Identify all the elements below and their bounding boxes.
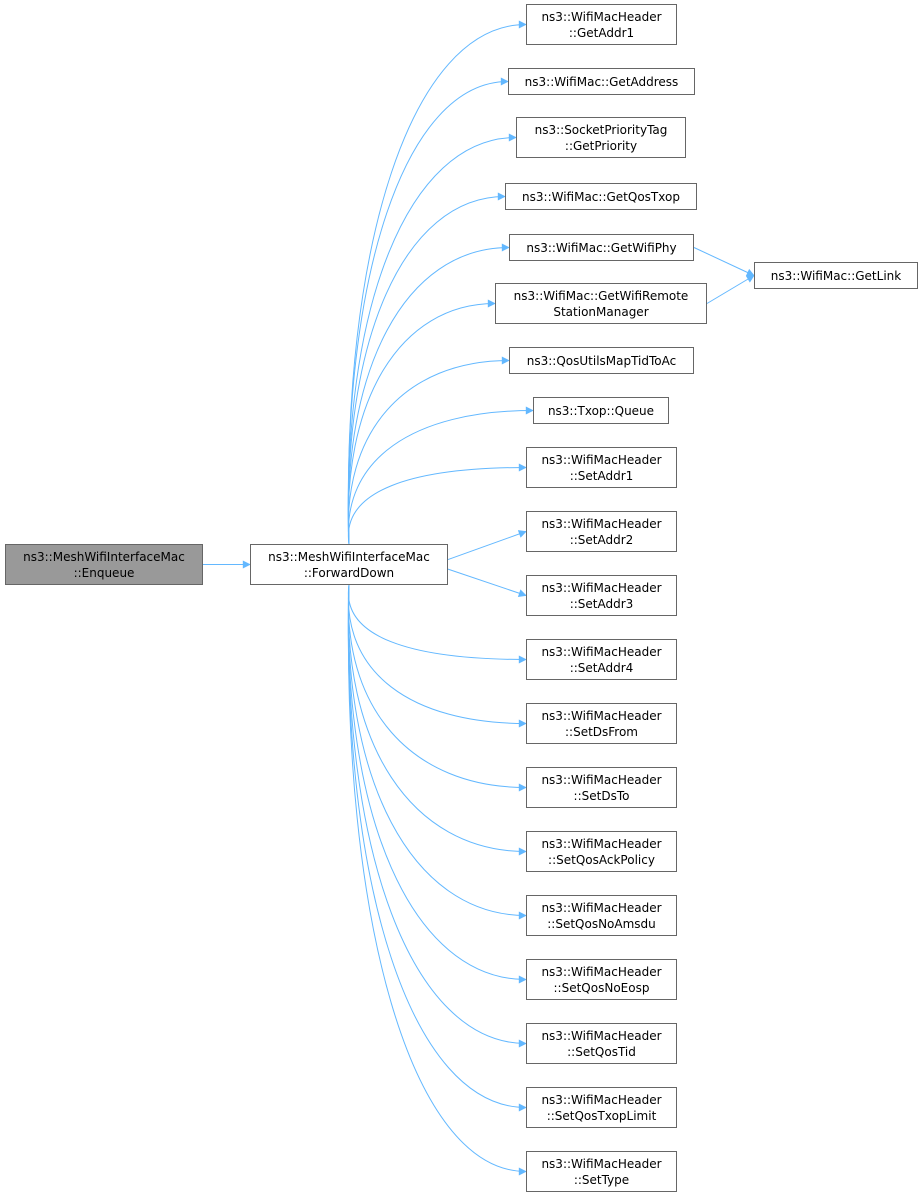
node-set-qos-no-eosp-line2: ::SetQosNoEosp (553, 980, 650, 995)
node-set-qos-tid-line1: ns3::WifiMacHeader (541, 1028, 662, 1043)
edge-forward-down-to-set-type (347, 584, 527, 1176)
node-set-qos-txop-limit-line2: ::SetQosTxopLimit (546, 1108, 657, 1123)
edge-forward-down-to-set-addr4 (347, 584, 527, 664)
edge-forward-down-to-set-qos-ack-policy (347, 584, 527, 856)
node-set-addr1[interactable]: ns3::WifiMacHeader ::SetAddr1 (526, 447, 677, 488)
node-set-qos-no-amsdu-line1: ns3::WifiMacHeader (541, 900, 662, 915)
node-forward-down-line2: ::ForwardDown (303, 565, 395, 580)
node-set-addr1-line2: ::SetAddr1 (569, 468, 634, 483)
node-set-qos-tid-line2: ::SetQosTid (567, 1044, 636, 1059)
node-get-addr1-line2: ::GetAddr1 (568, 25, 635, 40)
edge-forward-down-to-set-qos-no-amsdu (347, 584, 527, 920)
node-set-addr4-line1: ns3::WifiMacHeader (541, 644, 662, 659)
node-set-qos-no-amsdu[interactable]: ns3::WifiMacHeader ::SetQosNoAmsdu (526, 895, 677, 936)
node-set-qos-tid[interactable]: ns3::WifiMacHeader ::SetQosTid (526, 1023, 677, 1064)
edge-forward-down-to-get-address (347, 77, 509, 545)
node-txop-queue[interactable]: ns3::Txop::Queue (533, 397, 669, 424)
edge-forward-down-to-txop-queue (347, 406, 534, 545)
node-set-addr3-line1: ns3::WifiMacHeader (541, 580, 662, 595)
node-set-ds-to-line1: ns3::WifiMacHeader (541, 772, 662, 787)
node-set-qos-txop-limit-line1: ns3::WifiMacHeader (541, 1092, 662, 1107)
edge-forward-down-to-set-qos-no-eosp (347, 584, 527, 984)
edge-forward-down-to-set-qos-tid (347, 584, 527, 1048)
node-get-link[interactable]: ns3::WifiMac::GetLink (754, 262, 918, 289)
node-get-addr1[interactable]: ns3::WifiMacHeader ::GetAddr1 (526, 4, 677, 45)
edge-get-remote-station-manager-to-get-link (706, 275, 755, 304)
node-qos-utils-map-tid-to-ac-line1: ns3::QosUtilsMapTidToAc (526, 353, 677, 368)
node-set-type[interactable]: ns3::WifiMacHeader ::SetType (526, 1151, 677, 1192)
node-set-type-line1: ns3::WifiMacHeader (541, 1156, 662, 1171)
node-set-type-line2: ::SetType (573, 1172, 630, 1187)
edge-forward-down-to-set-ds-to (347, 584, 527, 792)
node-set-qos-no-eosp-line1: ns3::WifiMacHeader (541, 964, 662, 979)
node-set-addr2-line2: ::SetAddr2 (569, 532, 634, 547)
node-get-qos-txop[interactable]: ns3::WifiMac::GetQosTxop (505, 183, 697, 210)
node-get-wifi-phy-line1: ns3::WifiMac::GetWifiPhy (526, 240, 677, 255)
node-set-ds-from-line2: ::SetDsFrom (564, 724, 638, 739)
node-enqueue: ns3::MeshWifiInterfaceMac ::Enqueue (5, 544, 203, 585)
node-set-ds-from-line1: ns3::WifiMacHeader (541, 708, 662, 723)
node-get-address-line1: ns3::WifiMac::GetAddress (524, 74, 679, 89)
node-get-remote-station-manager[interactable]: ns3::WifiMac::GetWifiRemote StationManag… (495, 283, 707, 324)
node-set-qos-no-amsdu-line2: ::SetQosNoAmsdu (547, 916, 656, 931)
edge-forward-down-to-set-addr3 (447, 568, 527, 597)
node-set-addr3[interactable]: ns3::WifiMacHeader ::SetAddr3 (526, 575, 677, 616)
node-set-qos-no-eosp[interactable]: ns3::WifiMacHeader ::SetQosNoEosp (526, 959, 677, 1000)
node-set-qos-ack-policy[interactable]: ns3::WifiMacHeader ::SetQosAckPolicy (526, 831, 677, 872)
node-forward-down[interactable]: ns3::MeshWifiInterfaceMac ::ForwardDown (250, 544, 448, 585)
edge-forward-down-to-get-qos-txop (347, 192, 506, 545)
node-set-addr4-line2: ::SetAddr4 (569, 660, 634, 675)
node-get-priority-line2: ::GetPriority (564, 138, 638, 153)
edge-forward-down-to-get-remote-station-manager (347, 299, 496, 545)
edge-forward-down-to-set-ds-from (347, 584, 527, 728)
edge-forward-down-to-get-priority (347, 133, 517, 545)
node-enqueue-line1: ns3::MeshWifiInterfaceMac (23, 549, 185, 564)
node-qos-utils-map-tid-to-ac[interactable]: ns3::QosUtilsMapTidToAc (509, 347, 694, 374)
node-forward-down-line1: ns3::MeshWifiInterfaceMac (268, 549, 430, 564)
node-get-address[interactable]: ns3::WifiMac::GetAddress (508, 68, 695, 95)
edge-forward-down-to-get-wifi-phy (347, 243, 510, 545)
node-set-ds-to-line2: ::SetDsTo (573, 788, 630, 803)
edge-forward-down-to-set-addr1 (347, 463, 527, 545)
node-get-addr1-line1: ns3::WifiMacHeader (541, 9, 662, 24)
node-set-addr2-line1: ns3::WifiMacHeader (541, 516, 662, 531)
node-get-qos-txop-line1: ns3::WifiMac::GetQosTxop (522, 189, 680, 204)
node-get-remote-station-manager-line2: StationManager (553, 304, 649, 319)
node-get-priority[interactable]: ns3::SocketPriorityTag ::GetPriority (516, 117, 686, 158)
node-set-qos-ack-policy-line1: ns3::WifiMacHeader (541, 836, 662, 851)
node-get-priority-line1: ns3::SocketPriorityTag (534, 122, 668, 137)
node-get-link-line1: ns3::WifiMac::GetLink (770, 268, 902, 283)
node-enqueue-line2: ::Enqueue (73, 565, 135, 580)
node-set-addr3-line2: ::SetAddr3 (569, 596, 634, 611)
node-txop-queue-line1: ns3::Txop::Queue (547, 403, 655, 418)
node-get-remote-station-manager-line1: ns3::WifiMac::GetWifiRemote (513, 288, 689, 303)
node-set-ds-to[interactable]: ns3::WifiMacHeader ::SetDsTo (526, 767, 677, 808)
edge-forward-down-to-set-addr2 (447, 530, 527, 561)
node-set-ds-from[interactable]: ns3::WifiMacHeader ::SetDsFrom (526, 703, 677, 744)
node-set-qos-txop-limit[interactable]: ns3::WifiMacHeader ::SetQosTxopLimit (526, 1087, 677, 1128)
edge-get-wifi-phy-to-get-link (693, 247, 755, 277)
edge-forward-down-to-set-qos-txop-limit (347, 584, 527, 1112)
node-set-addr2[interactable]: ns3::WifiMacHeader ::SetAddr2 (526, 511, 677, 552)
edge-forward-down-to-qos-utils-map (347, 356, 510, 545)
node-set-addr1-line1: ns3::WifiMacHeader (541, 452, 662, 467)
node-set-addr4[interactable]: ns3::WifiMacHeader ::SetAddr4 (526, 639, 677, 680)
node-set-qos-ack-policy-line2: ::SetQosAckPolicy (548, 852, 655, 867)
node-get-wifi-phy[interactable]: ns3::WifiMac::GetWifiPhy (509, 234, 694, 261)
